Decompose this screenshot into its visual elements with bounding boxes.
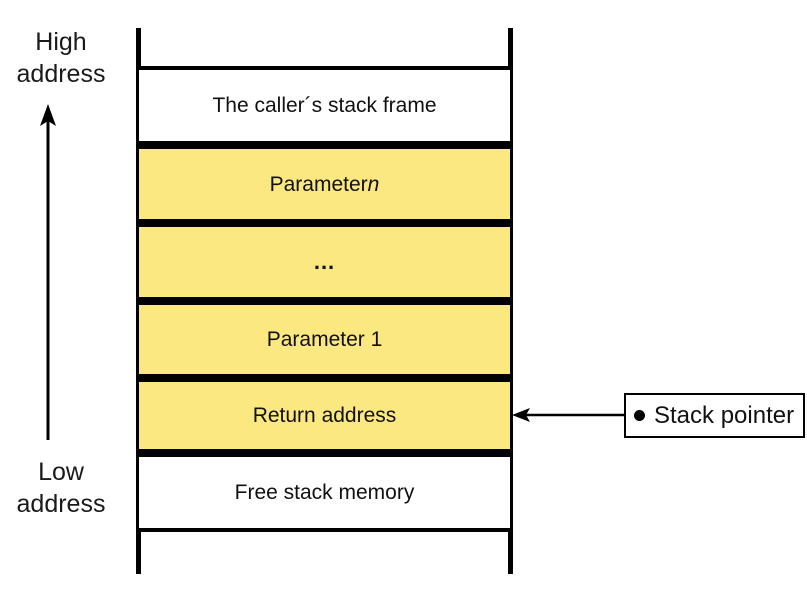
stack-column: The caller´s stack frame Parameter n ...… — [136, 28, 513, 574]
low-address-label: Low address — [16, 458, 106, 518]
stack-pointer-annotation: Stack pointer — [510, 390, 807, 442]
stack-cell-free-memory: Free stack memory — [139, 453, 510, 532]
stack-pointer-label: Stack pointer — [654, 401, 795, 429]
stack-cell-bottom-open — [139, 532, 510, 574]
stack-cell-label: The caller´s stack frame — [212, 94, 437, 117]
stack-cell-label-italic-n: n — [367, 172, 380, 196]
stack-cell-return-address: Return address — [139, 378, 510, 453]
stack-left-rail — [136, 28, 141, 574]
stack-cell-parameter-n: Parameter n — [139, 145, 510, 223]
stack-cell-label: Return address — [252, 404, 397, 427]
stack-cell-top-open — [139, 28, 510, 66]
stack-cell-label: ... — [313, 249, 336, 274]
stack-cell-label: Free stack memory — [234, 481, 415, 504]
stack-cell-parameter-ellipsis: ... — [139, 223, 510, 301]
stack-cell-label: Parameter — [269, 172, 368, 196]
stack-cell-parameter-1: Parameter 1 — [139, 301, 510, 378]
stack-cell-label: Parameter 1 — [266, 328, 383, 351]
up-arrow-icon — [40, 104, 56, 440]
stack-cell-caller-frame: The caller´s stack frame — [139, 66, 510, 145]
stack-pointer-callout-box[interactable]: Stack pointer — [624, 393, 805, 438]
bullet-dot-icon — [634, 410, 645, 421]
stack-right-rail — [508, 28, 513, 574]
left-arrow-icon — [512, 408, 632, 422]
high-address-label: High address — [16, 28, 106, 88]
